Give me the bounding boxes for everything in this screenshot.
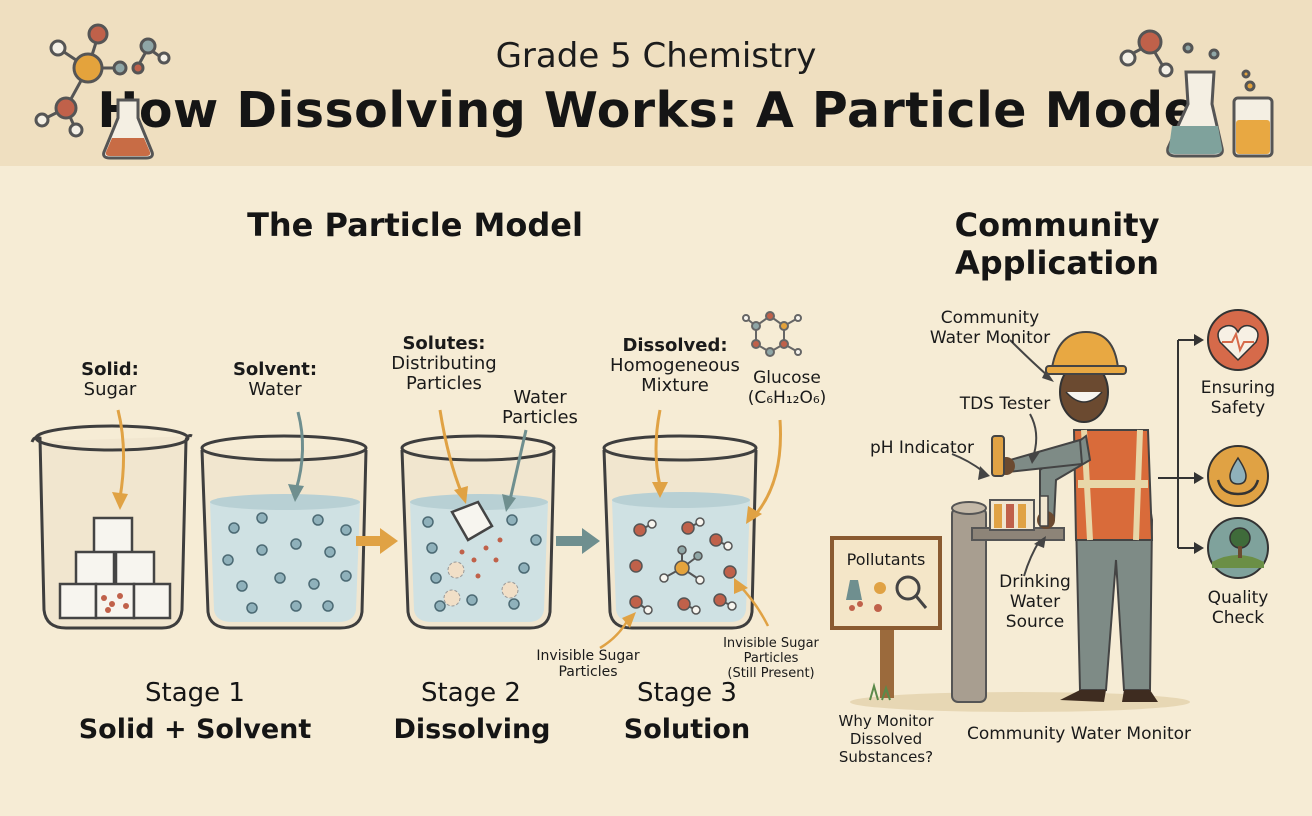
label-ph-indicator: pH Indicator: [869, 438, 975, 458]
stage-3-number: Stage 3: [637, 678, 737, 708]
beaker-solution: [602, 434, 758, 630]
arrow-stage-2-to-3: [556, 528, 600, 554]
beaker-dissolving: [400, 434, 556, 630]
page-title: How Dissolving Works: A Particle Model: [97, 82, 1215, 139]
label-glucose: Glucose(C₆H₁₂O₆): [747, 368, 827, 408]
stage-2-name: Dissolving: [393, 714, 551, 745]
label-tds-tester: TDS Tester: [959, 394, 1051, 414]
arrow-solid-label: [116, 409, 126, 499]
label-pollutants: Pollutants: [846, 550, 926, 569]
molecule-icon-right: [1119, 29, 1256, 92]
beaker-icon-right: [1232, 96, 1274, 158]
label-solvent: Solvent:Water: [232, 359, 318, 400]
beaker-solvent-water: [200, 434, 368, 630]
glucose-molecule-icon: [742, 311, 802, 357]
flask-icon-right: [1166, 70, 1224, 158]
heart-pulse-icon: [1207, 309, 1269, 371]
stage-3-name: Solution: [623, 714, 751, 745]
hands-water-drop-icon: [1207, 445, 1269, 507]
stage-1-number: Stage 1: [145, 678, 245, 708]
label-community-caption: Community Water Monitor: [966, 724, 1192, 744]
label-solid: Solid:Sugar: [81, 359, 139, 400]
beaker-solid-sugar: [30, 424, 193, 630]
header-band: [0, 0, 1312, 166]
outcome-bracket: [1158, 339, 1196, 549]
stage-2-number: Stage 2: [421, 678, 521, 708]
subtitle: Grade 5 Chemistry: [495, 36, 817, 76]
section-title-particle-model: The Particle Model: [247, 206, 583, 244]
flask-icon-left: [102, 98, 154, 160]
section-title-community: Community Application: [954, 206, 1160, 282]
drinking-water-source: [951, 499, 1065, 703]
molecule-icon-left: [34, 23, 171, 138]
pollutants-sign: [830, 536, 942, 701]
tree-landscape-icon: [1207, 517, 1269, 579]
community-water-monitor-worker: [991, 330, 1158, 702]
stage-1-name: Solid + Solvent: [78, 714, 312, 745]
arrow-stage-1-to-2: [356, 528, 398, 554]
